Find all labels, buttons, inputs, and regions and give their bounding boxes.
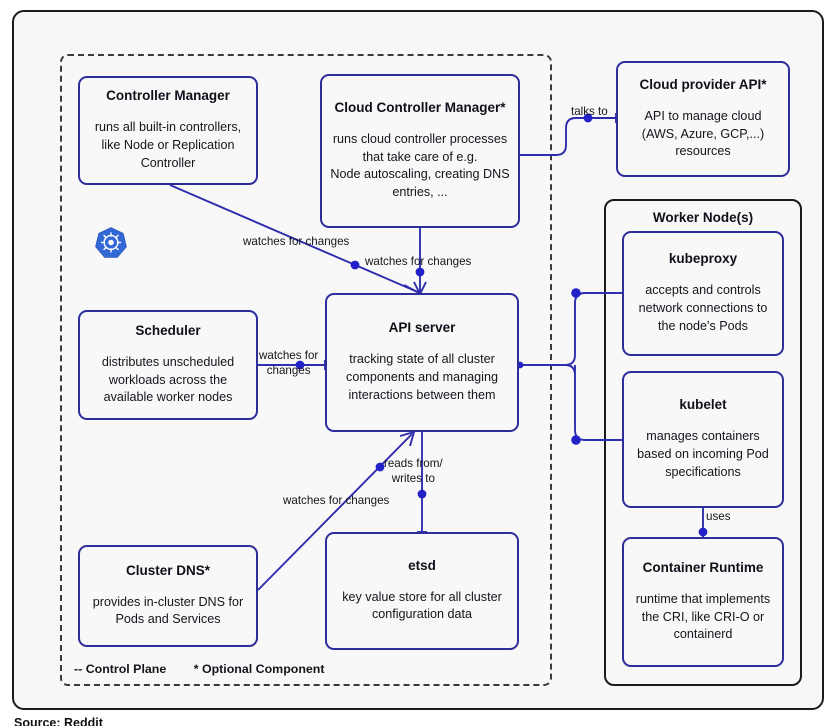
edge-label-controller-manager-to-api-server: watches for changes (243, 235, 350, 248)
node-title: kubeproxy (668, 251, 738, 267)
node-cloud-controller-manager[interactable]: Cloud Controller Manager* runs cloud con… (320, 74, 520, 228)
edge-label-scheduler-to-api-server: watches for changes (259, 349, 319, 378)
edge-label-cloud-controller-manager-to-api-server: watches for changes (365, 255, 472, 268)
node-title: Scheduler (135, 322, 201, 338)
kubernetes-logo (95, 227, 127, 258)
node-desc: manages containers based on incoming Pod… (637, 429, 769, 479)
node-desc: runtime that implements the CRI, like CR… (635, 591, 771, 642)
node-desc: key value store for all cluster configur… (342, 589, 502, 622)
node-api-server[interactable]: API server tracking state of all cluster… (325, 293, 519, 432)
node-title: Cloud Controller Manager* (334, 99, 506, 115)
edge-label-cluster-dns-to-api-server: watches for changes (283, 494, 390, 507)
node-title: kubelet (679, 397, 727, 413)
node-desc: runs all built-in controllers, like Node… (94, 120, 242, 170)
node-scheduler[interactable]: Scheduler distributes unscheduled worklo… (78, 310, 258, 420)
worker-node-title: Worker Node(s) (652, 210, 754, 225)
node-desc: provides in-cluster DNS for Pods and Ser… (92, 594, 244, 627)
node-title: Controller Manager (106, 88, 230, 104)
node-desc: runs cloud controller processes that tak… (330, 131, 510, 200)
node-cluster-dns[interactable]: Cluster DNS* provides in-cluster DNS for… (78, 545, 258, 647)
source-note: Source: Reddit (14, 716, 103, 726)
node-kubeproxy[interactable]: kubeproxy accepts and controls network c… (622, 231, 784, 356)
node-desc: accepts and controls network connections… (638, 283, 768, 333)
node-desc: distributes unscheduled workloads across… (101, 354, 235, 405)
edge-label-api-server-to-etcd: reads from/ writes to (384, 457, 443, 486)
node-title: Container Runtime (642, 559, 764, 575)
legend-optional-component: * Optional Component (193, 662, 325, 676)
node-container-runtime[interactable]: Container Runtime runtime that implement… (622, 537, 784, 667)
node-kubelet[interactable]: kubelet manages containers based on inco… (622, 371, 784, 508)
node-title: Cloud provider API* (639, 76, 767, 92)
node-title: Cluster DNS* (125, 562, 211, 578)
edge-label-kubelet-to-container-runtime: uses (706, 510, 731, 523)
legend-control-plane: -- Control Plane (74, 662, 167, 676)
node-title: etsd (408, 557, 436, 573)
node-title: API server (388, 320, 456, 336)
node-controller-manager[interactable]: Controller Manager runs all built-in con… (78, 76, 258, 185)
node-cloud-provider-api[interactable]: Cloud provider API* API to manage cloud … (616, 61, 790, 177)
node-desc: API to manage cloud (AWS, Azure, GCP,...… (641, 108, 765, 159)
node-desc: tracking state of all cluster components… (346, 352, 498, 402)
node-etcd[interactable]: etsd key value store for all cluster con… (325, 532, 519, 650)
edge-label-cloud-controller-manager-to-cloud-provider-api: talks to (571, 105, 608, 118)
legend: -- Control Plane * Optional Component (74, 662, 348, 676)
